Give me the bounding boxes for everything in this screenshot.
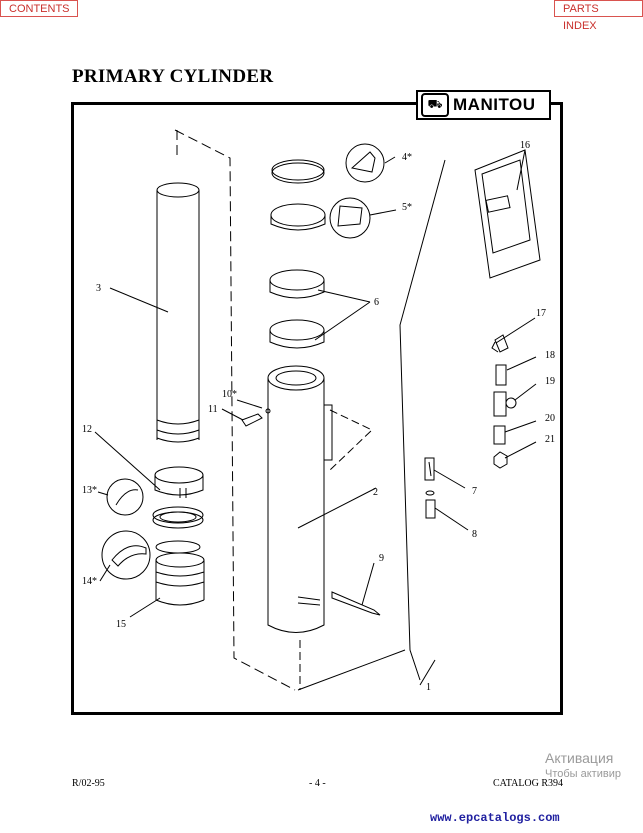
fitting-part-8: [425, 490, 436, 519]
callout-14: 14*: [82, 576, 97, 587]
piston-part-15: [155, 552, 205, 606]
diagram-frame: [71, 102, 563, 715]
callout-2: 2: [373, 487, 378, 498]
bushing-part-12: [154, 466, 204, 498]
document-part-16: [474, 149, 541, 279]
callout-11: 11: [208, 404, 218, 415]
pin-part-9: [331, 591, 381, 616]
screw-part-11: [241, 408, 271, 427]
fitting-part-17: [491, 334, 509, 353]
leader-lines: [94, 149, 537, 691]
callout-4: 4*: [402, 152, 412, 163]
assembly-dash-port: [329, 409, 373, 471]
page-title: PRIMARY CYLINDER: [72, 66, 274, 87]
callout-17: 17: [536, 308, 546, 319]
footer-catalog: CATALOG R394: [493, 778, 564, 789]
callout-20: 20: [545, 413, 555, 424]
parts-index-button[interactable]: PARTS INDEX: [554, 0, 643, 32]
callout-9: 9: [379, 553, 384, 564]
callout-6: 6: [374, 297, 379, 308]
callout-8: 8: [472, 529, 477, 540]
valve-part-7: [424, 457, 435, 481]
callout-16: 16: [520, 140, 530, 151]
footer-page-number: - 4 -: [309, 778, 326, 789]
tube-part-2: [267, 365, 333, 633]
callout-18: 18: [545, 350, 555, 361]
seal-part-13: [106, 478, 204, 529]
callout-15: 15: [116, 619, 126, 630]
fitting-part-20: [493, 425, 506, 445]
callout-21: 21: [545, 434, 555, 445]
callout-3: 3: [96, 283, 101, 294]
callout-13: 13*: [82, 485, 97, 496]
logo-text: MANITOU: [453, 95, 536, 114]
fitting-part-18: [495, 364, 507, 386]
callout-5: 5*: [402, 202, 412, 213]
callout-12: 12: [82, 424, 92, 435]
callout-1: 1: [426, 682, 431, 693]
callout-7: 7: [472, 486, 477, 497]
manitou-logo: ⛟ MANITOU: [416, 90, 551, 120]
banjo-part-19: [493, 391, 517, 417]
assembly-dash-left: [174, 129, 296, 691]
contents-button[interactable]: CONTENTS: [0, 0, 78, 17]
activation-watermark: Активация Чтобы активир: [545, 750, 621, 780]
activation-line-2: Чтобы активир: [545, 768, 621, 780]
wiper-part-14: [101, 530, 201, 580]
footer-revision: R/02-95: [72, 778, 105, 789]
ring-part-6: [269, 269, 325, 349]
callout-10: 10*: [222, 389, 237, 400]
forklift-icon: ⛟: [421, 93, 449, 117]
seal-part-5: [270, 197, 371, 239]
website-link[interactable]: www.epcatalogs.com: [430, 811, 560, 825]
nut-part-21: [493, 451, 508, 469]
activation-line-1: Активация: [545, 750, 614, 766]
rod-part-3: [156, 182, 200, 443]
seal-part-4: [271, 143, 385, 184]
callout-19: 19: [545, 376, 555, 387]
